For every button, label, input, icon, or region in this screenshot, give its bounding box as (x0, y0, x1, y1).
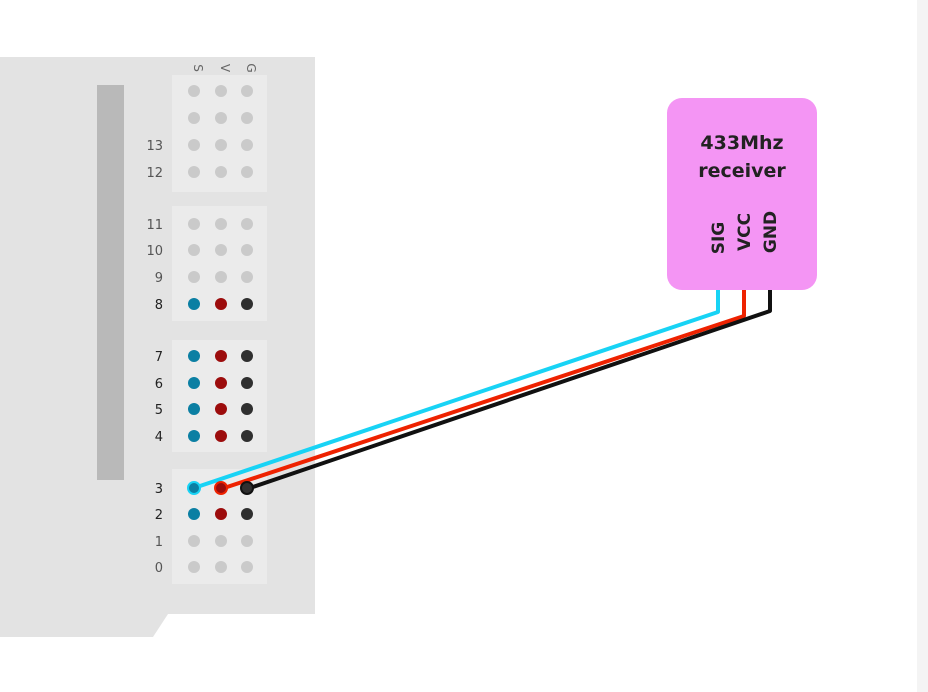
pin-g[interactable] (241, 508, 253, 520)
pin-row: 12 (146, 166, 253, 181)
pin-g[interactable] (241, 430, 253, 442)
scrollbar-track[interactable] (917, 0, 928, 692)
pin-g[interactable] (241, 166, 253, 178)
pin-s[interactable] (188, 403, 200, 415)
pin-v[interactable] (215, 244, 227, 256)
pin-g[interactable] (241, 244, 253, 256)
pin-g[interactable] (241, 377, 253, 389)
wire-sig-endpoint (187, 481, 201, 495)
pin-row: 4 (155, 430, 253, 445)
pin-row: 1 (155, 535, 253, 550)
pin-g[interactable] (241, 561, 253, 573)
module-title-line1: 433Mhz (700, 132, 783, 154)
pin-v[interactable] (215, 112, 227, 124)
row-label: 3 (155, 482, 163, 497)
pin-row (188, 85, 253, 97)
pin-g[interactable] (241, 403, 253, 415)
row-label: 8 (155, 298, 163, 313)
row-label: 10 (146, 244, 163, 259)
header-label-g: G (244, 63, 258, 72)
pin-row: 8 (155, 298, 253, 313)
row-label: 9 (155, 271, 163, 286)
receiver-module[interactable]: 433Mhz receiver SIG VCC GND (667, 98, 817, 290)
pin-v[interactable] (215, 561, 227, 573)
pin-row: 9 (155, 271, 253, 286)
wire-vcc-endpoint (214, 481, 228, 495)
pin-v[interactable] (215, 271, 227, 283)
pin-v[interactable] (215, 166, 227, 178)
pin-s[interactable] (188, 430, 200, 442)
header-label-v: V (218, 64, 232, 73)
pin-row: 5 (155, 403, 253, 418)
pin-label-vcc: VCC (735, 213, 755, 251)
pin-v[interactable] (215, 218, 227, 230)
receiver-module-body[interactable] (667, 98, 817, 290)
pin-s[interactable] (188, 85, 200, 97)
pin-g[interactable] (241, 298, 253, 310)
pin-g[interactable] (241, 139, 253, 151)
pin-g[interactable] (241, 271, 253, 283)
row-label: 11 (146, 218, 163, 233)
pin-v[interactable] (215, 535, 227, 547)
pin-g[interactable] (241, 350, 253, 362)
row-label: 5 (155, 403, 163, 418)
pin-s[interactable] (188, 561, 200, 573)
row-label: 2 (155, 508, 163, 523)
pin-row: 13 (146, 139, 253, 154)
pin-s[interactable] (188, 218, 200, 230)
pin-s[interactable] (188, 350, 200, 362)
pin-g[interactable] (241, 85, 253, 97)
pin-s[interactable] (188, 298, 200, 310)
header-label-s: S (191, 64, 205, 72)
pin-g[interactable] (241, 112, 253, 124)
pin-row: 11 (146, 218, 253, 233)
pin-row: 10 (146, 244, 253, 259)
pin-v[interactable] (215, 377, 227, 389)
pin-label-gnd: GND (761, 211, 781, 253)
row-label: 6 (155, 377, 163, 392)
pin-label-sig: SIG (709, 222, 729, 255)
pin-s[interactable] (188, 508, 200, 520)
pin-row: 2 (155, 508, 253, 523)
pin-v[interactable] (215, 139, 227, 151)
row-label: 4 (155, 430, 163, 445)
pin-v[interactable] (215, 85, 227, 97)
pin-row: 6 (155, 377, 253, 392)
wire-gnd-endpoint (240, 481, 254, 495)
row-label: 13 (146, 139, 163, 154)
pin-s[interactable] (188, 535, 200, 547)
pin-s[interactable] (188, 244, 200, 256)
pin-s[interactable] (188, 377, 200, 389)
row-label: 1 (155, 535, 163, 550)
pin-g[interactable] (241, 535, 253, 547)
board-slot (97, 85, 124, 480)
pin-s[interactable] (188, 139, 200, 151)
pin-s[interactable] (188, 271, 200, 283)
row-label: 12 (146, 166, 163, 181)
pin-v[interactable] (215, 298, 227, 310)
pin-v[interactable] (215, 350, 227, 362)
row-label: 7 (155, 350, 163, 365)
pin-v[interactable] (215, 403, 227, 415)
pin-g[interactable] (241, 218, 253, 230)
pin-s[interactable] (188, 112, 200, 124)
pin-row (188, 112, 253, 124)
pin-v[interactable] (215, 508, 227, 520)
pin-row: 0 (155, 561, 253, 576)
pin-v[interactable] (215, 430, 227, 442)
pin-row: 7 (155, 350, 253, 365)
row-label: 0 (155, 561, 163, 576)
pin-s[interactable] (188, 166, 200, 178)
module-title-line2: receiver (698, 160, 786, 182)
